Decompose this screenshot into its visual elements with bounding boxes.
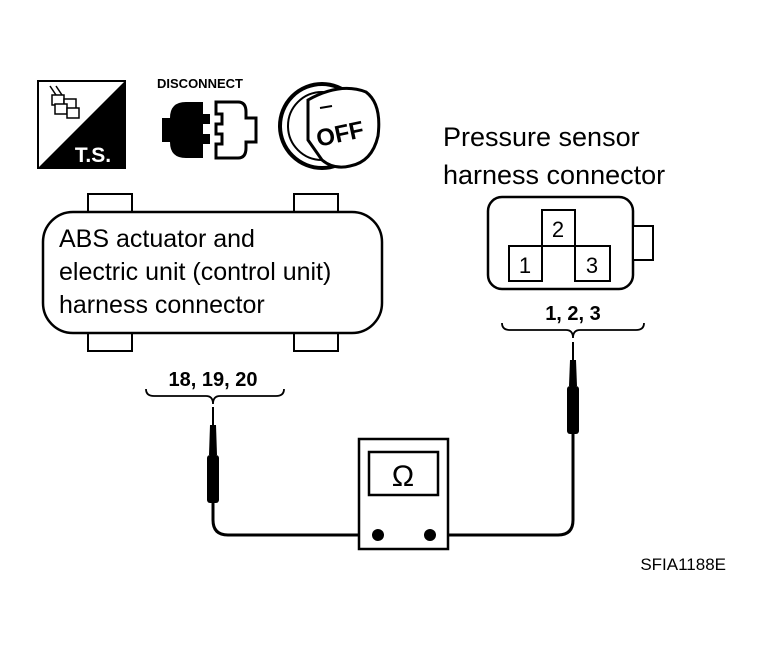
ohmmeter-display — [367, 450, 440, 497]
abs-label-line2: electric unit (control unit) — [59, 258, 331, 286]
pin-label-3: 3 — [586, 253, 598, 278]
abs-label-line3: harness connector — [59, 291, 265, 319]
ignition-off-icon: OFF — [278, 82, 381, 170]
disconnect-label: DISCONNECT — [157, 76, 243, 91]
ts-label: T.S. — [75, 144, 111, 167]
disconnect-icon: DISCONNECT — [157, 76, 258, 160]
pressure-sensor-title: Pressure sensor harness connector — [443, 122, 665, 190]
pressure-title-line1: Pressure sensor — [443, 122, 640, 152]
pin-label-1: 1 — [519, 253, 531, 278]
abs-terminal-brace — [145, 388, 285, 405]
pin-label-2: 2 — [552, 217, 564, 242]
ohmmeter-terminal-right — [424, 529, 436, 541]
ohmmeter: Ω — [357, 437, 450, 551]
pressure-terminal-group: 1, 2, 3 — [501, 303, 645, 339]
ts-icon: T.S. — [37, 80, 126, 169]
ohmmeter-terminal-left — [372, 529, 384, 541]
abs-connector: ABS actuator and electric unit (control … — [41, 193, 384, 352]
pin-cavity-3 — [574, 245, 611, 282]
abs-terminal-group: 18, 19, 20 — [145, 369, 285, 405]
pressure-title-line2: harness connector — [443, 160, 665, 190]
abs-label-line1: ABS actuator and — [59, 225, 255, 253]
left-test-lead — [211, 519, 378, 537]
ohm-symbol: Ω — [392, 460, 414, 493]
figure-code: SFIA1188E — [640, 555, 726, 574]
left-test-probe — [207, 407, 219, 520]
right-test-lead — [430, 519, 575, 537]
pressure-sensor-connector: 2 1 3 — [486, 195, 654, 291]
pressure-terminal-brace — [501, 322, 645, 339]
pin-cavity-1 — [508, 245, 543, 282]
right-test-probe — [567, 342, 579, 520]
abs-terminal-label: 18, 19, 20 — [169, 369, 258, 391]
pin-cavity-2 — [541, 209, 576, 247]
pressure-terminal-label: 1, 2, 3 — [545, 303, 601, 325]
